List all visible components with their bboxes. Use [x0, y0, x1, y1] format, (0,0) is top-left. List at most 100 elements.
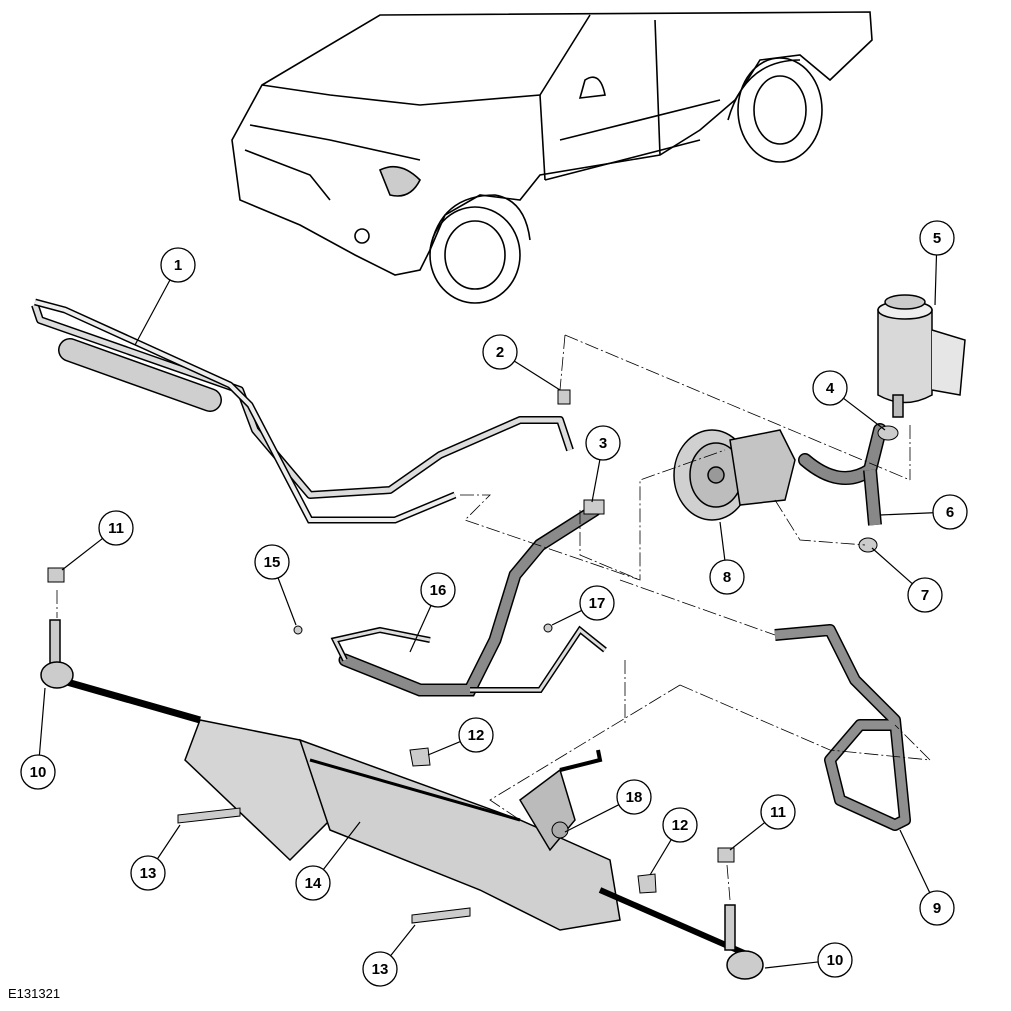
part-8-pump	[673, 429, 796, 521]
callout-circle	[817, 942, 853, 978]
callout-number: 8	[723, 569, 731, 586]
leader-line	[564, 804, 620, 833]
leader-line	[427, 740, 461, 756]
part-4-clip	[877, 425, 899, 441]
callout-14: 14	[295, 821, 361, 901]
callout-number: 13	[372, 961, 389, 978]
callout-number: 9	[933, 900, 941, 917]
callout-15: 15	[254, 544, 297, 626]
callout-number: 13	[140, 865, 157, 882]
callout-12: 12	[649, 807, 698, 876]
leader-line	[591, 459, 601, 503]
callout-circle	[907, 577, 943, 613]
part-6-reservoir-hose	[798, 423, 887, 526]
callout-number: 1	[174, 257, 182, 274]
callout-circle	[420, 572, 456, 608]
leader-line	[649, 839, 672, 876]
part-1-cooler-pipe	[31, 298, 574, 524]
callout-5: 5	[919, 220, 955, 306]
part-17-bolt	[543, 623, 553, 633]
callout-circle	[130, 855, 166, 891]
callout-circle	[709, 559, 745, 595]
callout-18: 18	[564, 779, 652, 833]
part-15-bolt	[293, 625, 303, 635]
callout-circle	[662, 807, 698, 843]
callout-12: 12	[427, 717, 494, 756]
callout-number: 11	[108, 520, 124, 537]
callout-number: 2	[496, 344, 504, 361]
callout-number: 5	[933, 230, 941, 247]
leader-line	[899, 829, 931, 893]
leader-line	[719, 521, 726, 561]
callout-number: 10	[827, 952, 844, 969]
leader-line	[322, 821, 361, 870]
callout-number: 6	[946, 504, 954, 521]
callout-circle	[585, 425, 621, 461]
callout-16: 16	[409, 572, 456, 653]
leader-line	[277, 577, 297, 626]
callout-10: 10	[20, 687, 56, 790]
leader-line	[38, 687, 46, 756]
callout-number: 14	[305, 875, 322, 892]
callout-number: 4	[826, 380, 835, 397]
callout-number: 15	[264, 554, 281, 571]
assembly-lines	[56, 334, 932, 901]
leader-line	[551, 609, 582, 626]
callout-circle	[482, 334, 518, 370]
callout-circle	[579, 585, 615, 621]
callout-number: 10	[30, 764, 47, 781]
part-16-pressure-hose	[330, 503, 607, 697]
leader-line	[134, 279, 171, 346]
callout-number: 17	[589, 595, 606, 612]
callout-circle	[295, 865, 331, 901]
leader-line	[843, 397, 886, 431]
leader-line	[390, 924, 416, 957]
vehicle-illustration	[231, 11, 873, 304]
callout-circle	[362, 951, 398, 987]
leader-line	[61, 537, 103, 571]
part-9-return-hose	[774, 624, 911, 831]
callout-circle	[98, 510, 134, 546]
callout-circle	[919, 220, 955, 256]
callout-9: 9	[899, 829, 955, 926]
callout-17: 17	[551, 585, 615, 626]
callout-11: 11	[729, 794, 796, 851]
callout-6: 6	[879, 494, 968, 530]
callout-number: 7	[921, 587, 929, 604]
callout-number: 11	[770, 804, 786, 821]
part-10-tie-rod-end	[40, 619, 764, 980]
leader-line	[871, 547, 913, 585]
callout-number: 18	[626, 789, 643, 806]
leader-line	[729, 822, 766, 851]
part-2-clip	[557, 389, 571, 405]
callout-circle	[616, 779, 652, 815]
callout-4: 4	[812, 370, 886, 431]
callout-circle	[919, 890, 955, 926]
callout-number: 16	[430, 582, 447, 599]
part-18-valve-seal	[551, 821, 569, 839]
leader-line	[514, 360, 561, 391]
part-11-nut	[47, 567, 735, 863]
callout-circle	[812, 370, 848, 406]
part-3-fitting	[583, 499, 605, 515]
callout-circle	[20, 754, 56, 790]
leader-line	[879, 512, 934, 516]
callout-7: 7	[871, 547, 943, 613]
callout-circle	[160, 247, 196, 283]
callout-circle	[932, 494, 968, 530]
part-13-bolt	[177, 807, 471, 924]
callout-number: 3	[599, 435, 607, 452]
callout-13: 13	[362, 924, 416, 987]
part-5-reservoir	[877, 294, 966, 418]
callout-number: 12	[672, 817, 689, 834]
leader-line	[934, 254, 938, 306]
callout-2: 2	[482, 334, 561, 391]
callout-8: 8	[709, 521, 745, 595]
leader-line	[156, 824, 181, 860]
callout-circle	[254, 544, 290, 580]
part-14-steering-rack	[59, 676, 762, 963]
figure-id: E131321	[8, 986, 61, 1001]
